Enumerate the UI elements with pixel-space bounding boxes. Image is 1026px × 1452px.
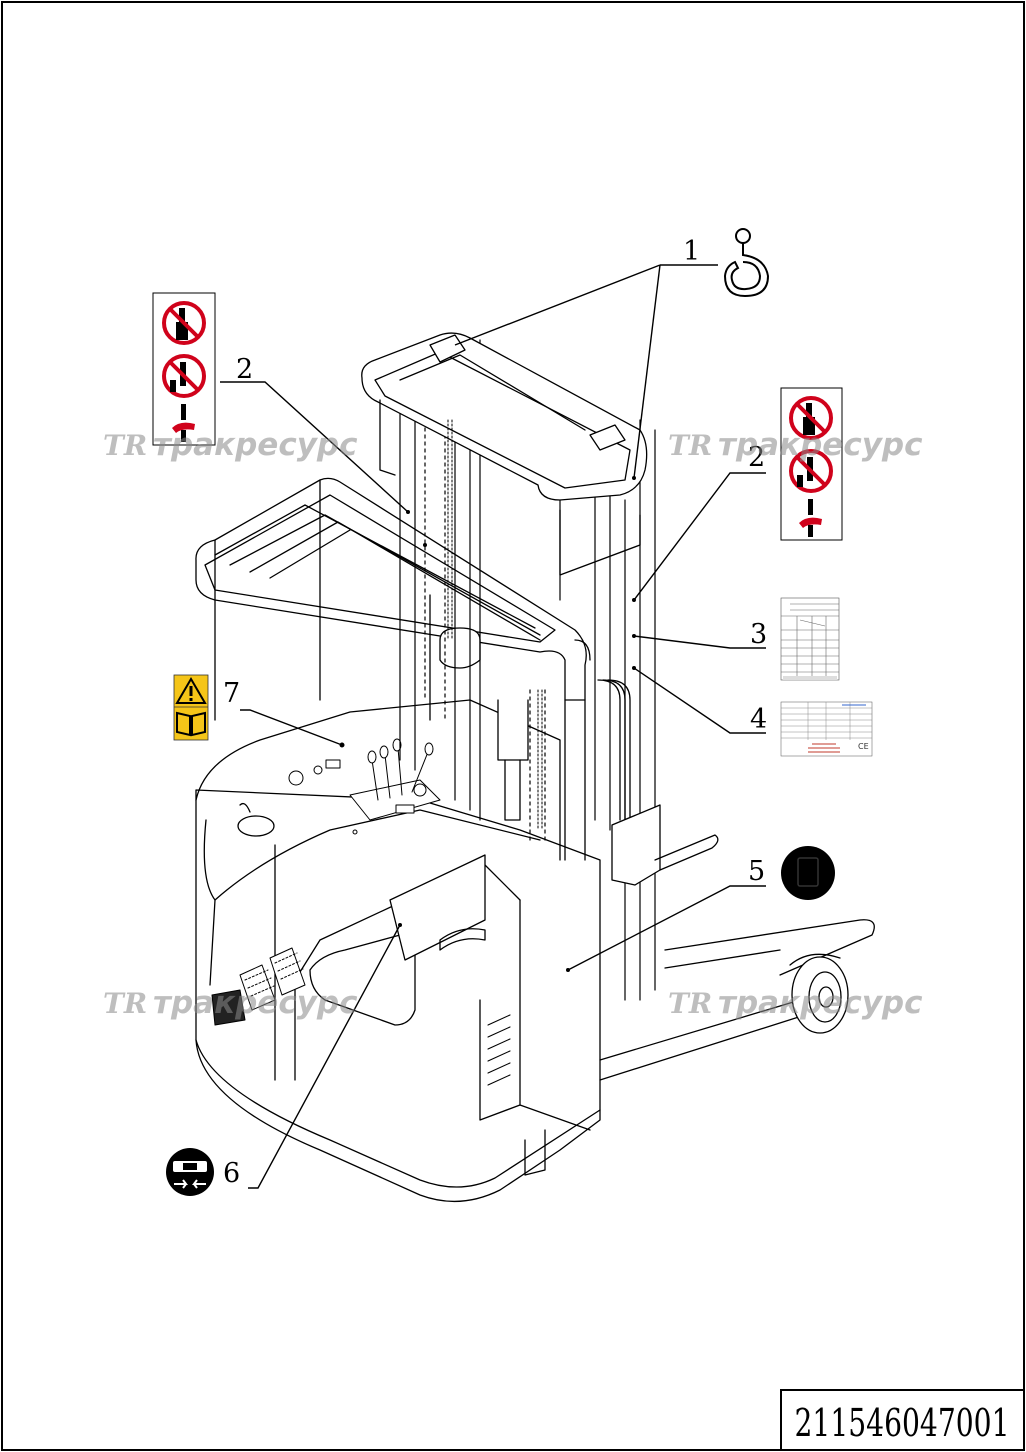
prohibition-decal-right: [780, 387, 843, 541]
load-wheel: [789, 953, 849, 1034]
no-standing-under-load-icon: [162, 301, 206, 345]
svg-text:тракресурс: тракресурс: [153, 427, 358, 463]
callout-1: 1: [683, 236, 700, 267]
callout-2-right: 2: [748, 442, 765, 473]
no-standing-under-load-icon: [789, 396, 833, 440]
svg-text:тракресурс: тракресурс: [718, 985, 923, 1021]
callout-3: 3: [750, 619, 767, 650]
watermark-top-left: TR тракресурс: [103, 427, 358, 463]
svg-text:TR: TR: [103, 429, 147, 462]
drawing-number: 211546047001: [795, 1401, 1010, 1445]
callout-4: 4: [750, 704, 767, 735]
seatbelt-icon: [166, 1148, 214, 1196]
reach-truck-drawing: [195, 332, 875, 1203]
leader-lines: [220, 264, 766, 1189]
control-console: [288, 738, 441, 835]
side-vents: [487, 1014, 511, 1086]
pedals: [211, 947, 306, 1026]
callout-7: 7: [223, 678, 240, 709]
svg-text:TR: TR: [668, 987, 712, 1020]
beacon: [439, 627, 481, 669]
hook-icon: [723, 228, 770, 298]
overhead-guard: [195, 477, 591, 861]
warning-triangle-icon: [175, 677, 207, 704]
nameplate-decal: [780, 701, 873, 757]
callout-6: 6: [223, 1158, 240, 1189]
no-riding-on-forks-icon: [789, 449, 833, 493]
hand-crush-icon: [172, 404, 195, 442]
watermark-bottom-left: TR тракресурс: [103, 985, 358, 1021]
capacity-chart-decal: [780, 597, 840, 681]
callout-2-left: 2: [236, 354, 253, 385]
svg-text:тракресурс: тракресурс: [153, 985, 358, 1021]
watermark-bottom-right: TR тракресурс: [668, 985, 923, 1021]
callout-5: 5: [748, 856, 765, 887]
battery-decal: [781, 846, 835, 900]
prohibition-decal-left: [152, 292, 216, 446]
watermark-group: TR тракресурс TR тракресурс TR тракресур…: [103, 427, 923, 1021]
base-legs: [524, 834, 875, 1176]
read-manual-decal: [173, 674, 209, 741]
watermark-top-right: TR тракресурс: [668, 427, 923, 463]
mast-crosshead: [361, 332, 648, 576]
svg-text:TR: TR: [668, 429, 712, 462]
drawing-number-box: 211546047001: [780, 1389, 1025, 1451]
manual-book-icon: [176, 711, 206, 737]
ce-mark: CE: [858, 742, 869, 751]
hand-crush-icon: [799, 499, 822, 537]
svg-text:TR: TR: [103, 987, 147, 1020]
no-riding-on-forks-icon: [162, 354, 206, 398]
chains: [447, 419, 543, 831]
svg-text:тракресурс: тракресурс: [718, 427, 923, 463]
